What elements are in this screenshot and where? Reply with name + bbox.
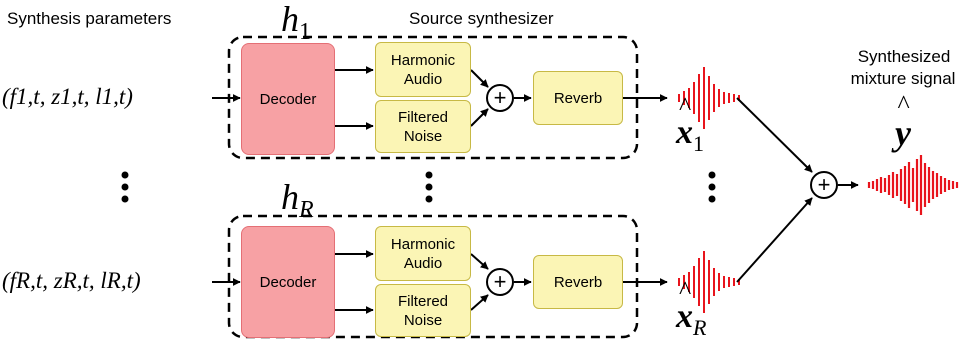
plus-icon: +: [494, 269, 507, 294]
synth-label-1-sub: 1: [299, 19, 311, 46]
mixture-sum-node: [810, 171, 838, 199]
reverb-block-r: Reverb: [533, 255, 623, 309]
ellipsis-dots: [121, 171, 716, 203]
synth-label-r: hR: [281, 176, 314, 224]
harmonic-line1: Harmonic: [390, 235, 456, 253]
output-label-1-base: x: [676, 114, 693, 152]
mixture-label: y: [895, 112, 911, 154]
output-label-1: x1: [676, 114, 704, 157]
noise-line2: Noise: [403, 127, 443, 145]
harmonic-line2: Audio: [403, 70, 443, 88]
mix-arrows: [736, 97, 859, 283]
synth-label-1-base: h: [281, 0, 299, 39]
mixture-title-line2: mixture signal: [850, 69, 956, 88]
synthesis-parameters-title: Synthesis parameters: [7, 9, 172, 28]
sum-node-1: [486, 84, 514, 112]
harmonic-line1: Harmonic: [390, 51, 456, 69]
noise-line1: Filtered: [397, 108, 449, 126]
reverb-block-1: Reverb: [533, 71, 623, 125]
plus-icon: +: [818, 172, 831, 197]
output-label-1-sub: 1: [693, 130, 704, 156]
harmonic-line2: Audio: [403, 254, 443, 272]
decoder-block-r: Decoder: [241, 226, 335, 338]
mixture-waveform: [867, 155, 959, 215]
synth-box-r: [227, 214, 639, 339]
rowr-arrows: [212, 250, 668, 314]
plus-icon: +: [494, 85, 507, 110]
noise-line1: Filtered: [397, 292, 449, 310]
output-label-r: xR: [676, 298, 706, 341]
output-label-r-sub: R: [693, 314, 707, 340]
synth-label-r-base: h: [281, 177, 299, 217]
output-label-r-base: x: [676, 298, 693, 336]
synth-label-1: h1: [281, 0, 311, 46]
mixture-label-base: y: [895, 112, 911, 154]
waveform-r: [678, 251, 740, 313]
mixture-title-line1: Synthesized: [857, 47, 951, 66]
decoder-block-1: Decoder: [241, 43, 335, 155]
input-params-r: (fR,t, zR,t, lR,t): [2, 268, 141, 293]
noise-line2: Noise: [403, 311, 443, 329]
input-params-1: (f1,t, z1,t, l1,t): [2, 84, 133, 109]
synth-label-r-sub: R: [299, 197, 314, 224]
sum-node-r: [486, 268, 514, 296]
row1-arrows: [212, 66, 668, 130]
source-synthesizer-title: Source synthesizer: [409, 9, 554, 28]
